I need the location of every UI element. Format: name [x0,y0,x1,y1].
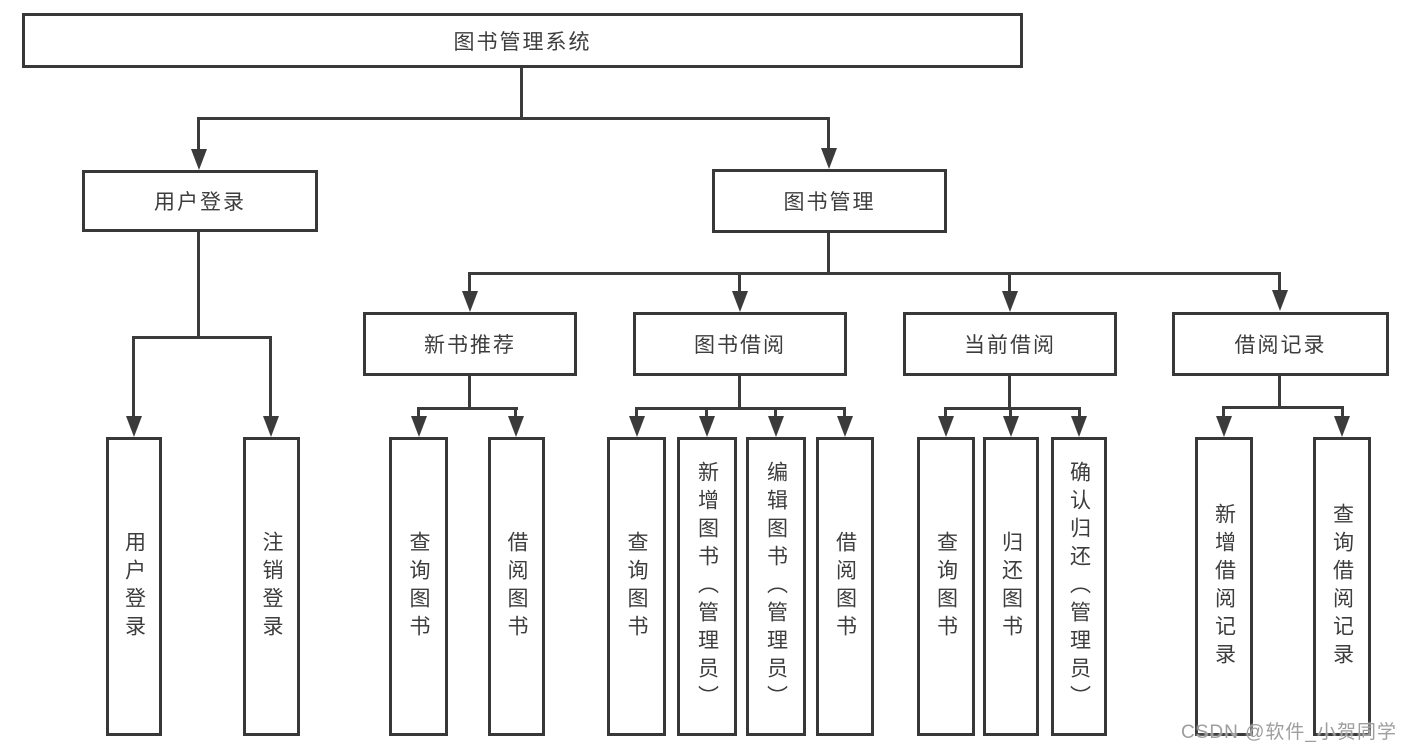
connector-drop-book-mgmt [827,117,830,151]
leaf-query-books-recommend: 查询图书 [389,437,448,736]
arrowhead-leaf [938,416,954,437]
arrowhead-current-borrow [1002,291,1018,312]
node-user-login: 用户登录 [82,170,318,232]
arrowhead-leaf [837,416,853,437]
connector-user-login-stub [197,232,200,339]
connector-drop-leaf [843,407,846,419]
arrowhead-book-borrow [732,291,748,312]
arrowhead-borrow-record [1272,290,1288,311]
connector-drop-user-login [197,117,200,152]
leaf-add-books-admin: 新增图书（管理员） [677,437,737,736]
connector-book-mgmt-stub [827,233,830,275]
connector-drop-leaf [705,407,708,419]
leaf-query-books-current: 查询图书 [917,437,975,736]
leaf-logout: 注销登录 [243,437,300,736]
connector-drop-borrow-record [1278,272,1281,292]
node-book-management: 图书管理 [712,169,947,233]
connector-drop-leaf [514,407,517,419]
watermark: CSDN @软件_小贺同学 [1181,722,1397,743]
connector-user-login-branch [132,336,272,339]
connector-drop-login-leaf [132,336,135,419]
leaf-edit-books-admin: 编辑图书（管理员） [746,437,806,736]
connector-drop-logout-leaf [269,336,272,419]
leaf-user-login: 用户登录 [106,437,162,736]
connector-level2-branch [197,117,830,120]
connector-root-stub [520,68,523,118]
leaf-borrow-books: 借阅图书 [816,437,874,736]
connector-drop-leaf [944,407,947,419]
connector-drop-leaf [1078,407,1081,419]
connector-book-borrow-branch [635,407,846,410]
leaf-add-borrow-record: 新增借阅记录 [1195,437,1253,736]
node-root-system: 图书管理系统 [22,13,1023,68]
connector-drop-leaf [1009,407,1012,419]
connector-drop-leaf [774,407,777,419]
node-new-book-recommend: 新书推荐 [363,312,577,376]
leaf-return-books: 归还图书 [983,437,1039,736]
node-current-borrowing: 当前借阅 [903,312,1117,376]
arrowhead-leaf [1003,416,1019,437]
arrowhead-leaf [508,416,524,437]
connector-current-borrow-branch [944,407,1081,410]
connector-level3-branch [468,272,1281,275]
arrowhead-leaf [768,416,784,437]
connector-drop-book-borrow [738,272,741,294]
arrowhead-leaf [699,416,715,437]
arrowhead-logout-leaf [263,416,279,437]
arrowhead-user-login [191,149,207,170]
leaf-confirm-return-admin: 确认归还（管理员） [1051,437,1107,736]
connector-drop-leaf [1341,406,1344,419]
arrowhead-leaf [1071,416,1087,437]
connector-current-borrow-stub [1008,376,1011,410]
arrowhead-book-mgmt [821,148,837,169]
arrowhead-new-book [462,291,478,312]
connector-new-book-branch [417,407,518,410]
arrowhead-login-leaf [126,416,142,437]
connector-borrow-record-stub [1278,375,1281,409]
node-book-borrowing: 图书借阅 [633,312,847,376]
arrowhead-leaf [1216,416,1232,437]
connector-drop-new-book [468,272,471,294]
arrowhead-leaf [1334,416,1350,437]
arrowhead-leaf [629,416,645,437]
connector-new-book-stub [468,376,471,410]
arrowhead-leaf [411,416,427,437]
leaf-borrow-books-recommend: 借阅图书 [488,437,545,736]
connector-book-borrow-stub [738,376,741,410]
connector-drop-leaf [1222,406,1225,419]
connector-drop-leaf [417,407,420,419]
connector-borrow-record-branch [1222,406,1344,409]
node-borrowing-records: 借阅记录 [1172,312,1389,376]
connector-drop-current-borrow [1008,272,1011,294]
leaf-query-books-borrowing: 查询图书 [607,437,666,736]
leaf-query-borrow-record: 查询借阅记录 [1313,437,1371,736]
connector-drop-leaf [635,407,638,419]
